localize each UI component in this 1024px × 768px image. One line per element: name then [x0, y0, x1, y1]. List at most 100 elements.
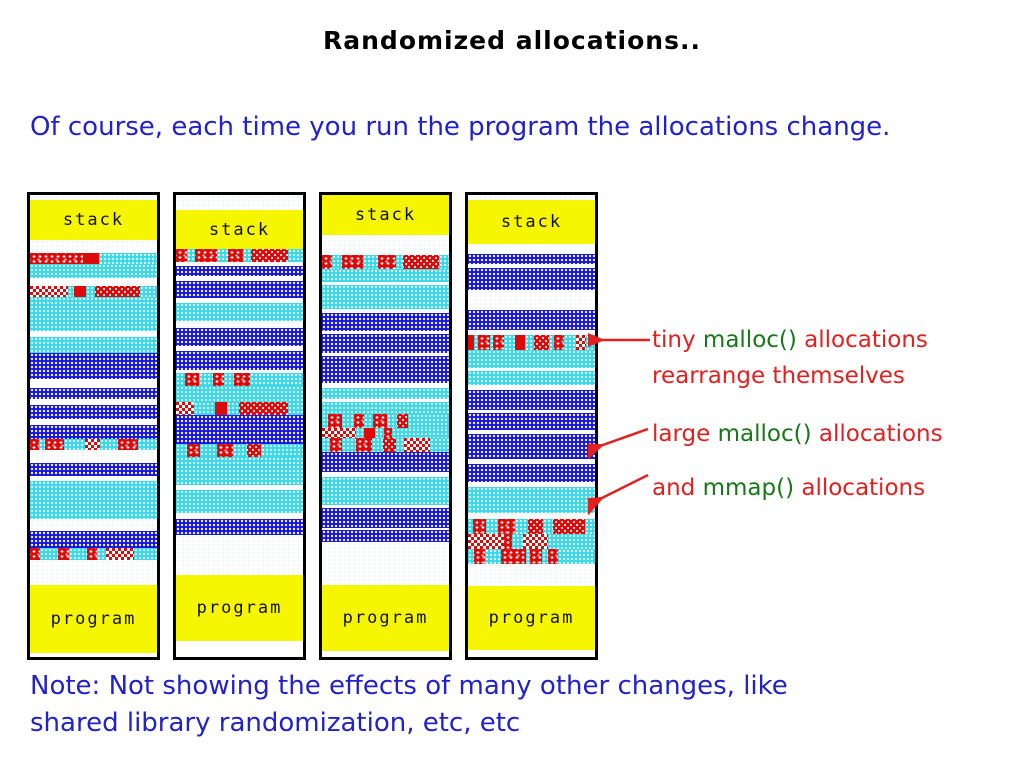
band-mix	[468, 534, 595, 549]
alloc-seg-rd	[247, 444, 262, 457]
band-white	[30, 450, 157, 463]
band-white	[322, 235, 449, 255]
alloc-seg-c	[542, 519, 554, 534]
alloc-seg-c	[322, 438, 330, 452]
band-blue	[322, 530, 449, 542]
band-blue	[176, 415, 303, 444]
band-white	[468, 368, 595, 371]
alloc-seg-rc	[522, 534, 548, 549]
band-white	[176, 346, 303, 351]
alloc-seg-c	[224, 373, 235, 386]
band-blue	[468, 464, 595, 482]
alloc-seg-ri	[329, 438, 343, 452]
band-cyan	[468, 350, 595, 368]
band-blue	[322, 313, 449, 331]
band-white	[468, 385, 595, 390]
note-text: Note: Not showing the effects of many ot…	[30, 668, 788, 742]
alloc-seg-c	[64, 439, 85, 450]
band-mix	[176, 373, 303, 386]
alloc-seg-c	[526, 549, 531, 564]
alloc-seg-c	[356, 428, 364, 438]
alloc-seg-rc	[322, 428, 357, 438]
alloc-seg-rp	[514, 335, 526, 350]
band-cyan	[468, 487, 595, 513]
alloc-seg-c	[137, 439, 157, 450]
alloc-seg-c	[233, 444, 248, 457]
band-blue	[176, 519, 303, 535]
alloc-seg-ri	[342, 255, 363, 269]
alloc-seg-ri	[195, 249, 217, 262]
band-white	[176, 485, 303, 490]
band-cyan	[322, 285, 449, 309]
alloc-seg-c	[342, 414, 354, 428]
band-white	[30, 240, 157, 253]
band-mix	[468, 519, 595, 534]
alloc-seg-c	[176, 444, 188, 457]
alloc-seg-ri	[372, 414, 387, 428]
band-white	[322, 472, 449, 477]
band-blue	[176, 281, 303, 298]
band-cyan	[176, 490, 303, 513]
alloc-seg-c	[395, 438, 405, 452]
alloc-seg-c	[363, 414, 373, 428]
alloc-seg-rd	[403, 255, 439, 269]
alloc-seg-ri	[176, 249, 188, 262]
band-cyan	[468, 371, 595, 385]
alloc-seg-c	[140, 286, 157, 297]
segment-stack: stack	[30, 200, 157, 240]
alloc-seg-rd	[382, 438, 396, 452]
segment-stack: stack	[468, 200, 595, 244]
band-white	[468, 330, 595, 335]
band-white	[322, 331, 449, 334]
alloc-seg-ri	[498, 519, 515, 534]
band-blue	[322, 452, 449, 472]
band-mix	[176, 444, 303, 457]
alloc-seg-c	[512, 534, 523, 549]
band-mix	[30, 253, 157, 264]
band-white	[30, 379, 157, 388]
segment-stack: stack	[322, 195, 449, 235]
alloc-seg-ri	[356, 438, 372, 452]
alloc-seg-c	[97, 548, 107, 560]
alloc-seg-ri	[45, 439, 65, 450]
band-white	[30, 399, 157, 405]
alloc-seg-c	[261, 444, 303, 457]
band-mix	[176, 402, 303, 415]
band-cyan	[176, 457, 303, 485]
band-white	[176, 195, 303, 210]
band-white	[30, 419, 157, 425]
alloc-seg-c	[541, 549, 548, 564]
page-title: Randomized allocations..	[323, 26, 701, 55]
band-mix	[30, 548, 157, 560]
alloc-seg-ri	[30, 439, 39, 450]
alloc-seg-rc	[176, 402, 194, 415]
alloc-seg-c	[216, 249, 229, 262]
band-cyan	[30, 297, 157, 331]
alloc-seg-ri	[353, 414, 364, 428]
band-blue	[176, 351, 303, 370]
band-blue	[468, 310, 595, 330]
band-blue	[468, 413, 595, 430]
band-white	[322, 282, 449, 285]
band-cyan	[322, 477, 449, 505]
band-blue	[322, 356, 449, 383]
alloc-seg-rd	[396, 414, 409, 428]
band-white	[176, 321, 303, 328]
band-mix	[322, 428, 449, 438]
annotation-line: large malloc() allocations	[652, 421, 943, 447]
alloc-seg-rc	[468, 534, 504, 549]
alloc-seg-ri	[474, 549, 485, 564]
alloc-seg-ri	[234, 373, 250, 386]
alloc-seg-c	[176, 373, 185, 386]
band-white	[176, 276, 303, 281]
alloc-seg-ri	[30, 253, 84, 264]
band-mix	[468, 549, 595, 564]
band-white	[322, 353, 449, 356]
arrow-large-malloc	[588, 427, 649, 465]
alloc-seg-rp	[363, 428, 376, 438]
alloc-seg-ri	[493, 335, 504, 350]
alloc-seg-c	[429, 438, 449, 452]
